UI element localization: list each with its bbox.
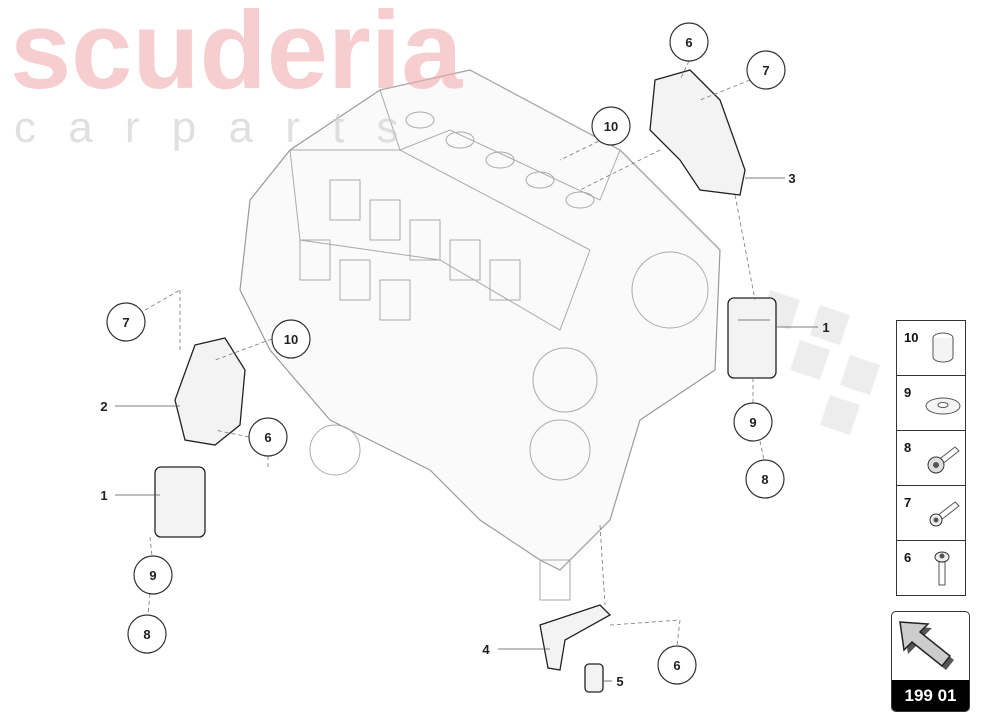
socket-bolt-icon <box>929 501 960 527</box>
svg-text:6: 6 <box>685 35 692 50</box>
legend-row-7[interactable]: 7 <box>897 486 965 541</box>
callout-7[interactable]: 7 <box>746 50 786 90</box>
svg-text:8: 8 <box>143 627 150 642</box>
socket-screw-icon <box>934 551 950 586</box>
page-reference-button[interactable]: 199 01 <box>891 611 970 712</box>
legend-row-8[interactable]: 8 <box>897 431 965 486</box>
arrow-icon <box>899 621 954 670</box>
engine-mount-1-left <box>154 466 206 538</box>
label-2[interactable]: 2 <box>100 399 107 414</box>
svg-text:10: 10 <box>284 332 298 347</box>
bracket-4 <box>539 604 612 671</box>
mount-bracket-2 <box>174 337 246 446</box>
callout-7[interactable]: 7 <box>106 302 146 342</box>
label-1[interactable]: 1 <box>822 320 829 335</box>
callout-6[interactable]: 6 <box>657 645 697 685</box>
legend-row-10[interactable]: 10 <box>897 321 965 376</box>
washer-icon <box>925 397 961 415</box>
flange-bolt-icon <box>927 446 960 474</box>
fastener-legend: 10 9 8 7 6 <box>896 320 966 596</box>
svg-text:8: 8 <box>761 472 768 487</box>
part-labels: 3 1 2 1 4 5 <box>100 171 829 689</box>
svg-text:6: 6 <box>673 658 680 673</box>
label-1[interactable]: 1 <box>100 488 107 503</box>
label-4[interactable]: 4 <box>482 642 490 657</box>
callout-9[interactable]: 9 <box>133 555 173 595</box>
mount-bracket-3 <box>649 69 746 196</box>
svg-text:9: 9 <box>149 568 156 583</box>
leader-lines <box>115 60 818 682</box>
svg-text:9: 9 <box>749 415 756 430</box>
legend-row-6[interactable]: 6 <box>897 541 965 595</box>
watermark-brand: scuderia <box>10 0 463 112</box>
callout-10[interactable]: 10 <box>271 319 311 359</box>
callout-8[interactable]: 8 <box>745 459 785 499</box>
svg-text:6: 6 <box>264 430 271 445</box>
callout-9[interactable]: 9 <box>733 402 773 442</box>
bolt-5 <box>584 663 604 693</box>
watermark-sub: c a r p a r t s <box>14 103 409 152</box>
label-3[interactable]: 3 <box>788 171 795 186</box>
engine-mount-1-right <box>727 297 777 379</box>
sleeve-icon <box>932 332 954 363</box>
callout-8[interactable]: 8 <box>127 614 167 654</box>
watermark: scuderia c a r p a r t s <box>10 0 463 152</box>
label-5[interactable]: 5 <box>616 674 623 689</box>
callout-6[interactable]: 6 <box>669 22 709 62</box>
svg-text:10: 10 <box>604 119 618 134</box>
legend-row-9[interactable]: 9 <box>897 376 965 431</box>
engine-block <box>239 69 721 601</box>
callout-6[interactable]: 6 <box>248 417 288 457</box>
svg-text:7: 7 <box>762 63 769 78</box>
page-number: 199 01 <box>892 680 969 711</box>
svg-text:7: 7 <box>122 315 129 330</box>
callout-10[interactable]: 10 <box>591 106 631 146</box>
checkered-flag <box>760 290 880 435</box>
